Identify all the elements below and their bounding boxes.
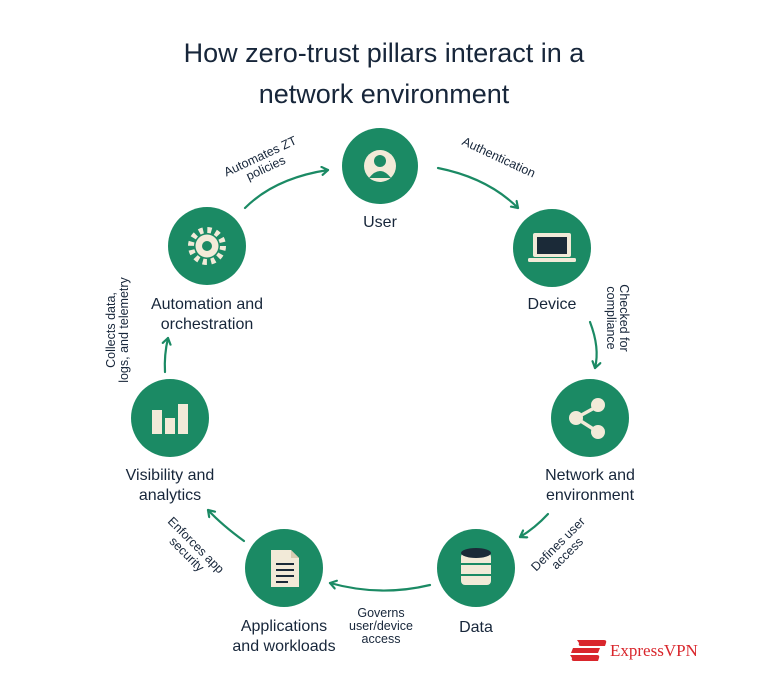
arrow-applications-to-visibility [206, 508, 246, 543]
expressvpn-logo-icon [570, 640, 607, 661]
database-icon [461, 548, 491, 585]
document-icon [271, 550, 299, 587]
brand-name: ExpressVPN [610, 641, 698, 660]
node-device: Device [513, 209, 591, 313]
brand-logo: ExpressVPN [570, 640, 698, 661]
arrow-visibility-to-automation [165, 336, 168, 374]
edge-label-governs-line-3: access [362, 632, 401, 646]
node-label-automation-line-2: orchestration [161, 316, 254, 333]
edge-label-governs-line-1: Governs [357, 606, 404, 620]
edge-label-checked-for-compliance: Checked for compliance [604, 284, 631, 351]
arrow-network-to-data [518, 512, 550, 537]
edge-label-authentication: Authentication [460, 134, 538, 180]
edge-label-checked-line-2: compliance [604, 286, 618, 349]
edge-label-collects-line-1: Collects data, [104, 292, 118, 368]
edge-label-defines-user-access: Defines user access [528, 514, 588, 574]
node-label-automation-line-1: Automation and [151, 296, 263, 313]
node-applications-workloads: Applications and workloads [232, 529, 336, 655]
node-label-applications-line-2: and workloads [232, 638, 335, 655]
network-node-circle [551, 379, 629, 457]
node-label-visibility-line-1: Visibility and [126, 467, 215, 484]
node-data: Data [437, 529, 515, 636]
bar-chart-icon [152, 404, 188, 434]
edge-label-governs-access: Governs user/device access [349, 606, 413, 646]
node-label-data-line-1: Data [459, 619, 493, 636]
edge-label-collects-line-2: logs, and telemetry [117, 276, 131, 382]
edge-label-governs-line-2: user/device [349, 619, 413, 633]
node-label-visibility-line-2: analytics [139, 487, 201, 504]
node-label-network-line-2: environment [546, 487, 635, 504]
arrow-automation-to-user [243, 170, 330, 210]
node-automation-orchestration: Automation and orchestration [151, 207, 263, 333]
title-line-1: How zero-trust pillars interact in a [184, 38, 586, 68]
node-label-applications-line-1: Applications [241, 618, 327, 635]
title-line-2: network environment [259, 79, 510, 109]
share-icon [569, 398, 605, 439]
edge-label-automates-zt-policies: Automates ZT policies [222, 133, 299, 183]
gear-icon [188, 227, 226, 265]
node-visibility-analytics: Visibility and analytics [126, 379, 215, 504]
arrow-device-to-network [588, 320, 597, 370]
node-user: User [342, 128, 418, 231]
arrow-data-to-applications [328, 583, 432, 592]
node-network-environment: Network and environment [545, 379, 635, 504]
edge-label-checked-line-1: Checked for [617, 284, 631, 351]
node-label-device-line-1: Device [528, 296, 577, 313]
edge-label-authentication-line-1: Authentication [460, 134, 538, 180]
edge-label-enforces-app-security: Enforces app security [165, 514, 227, 576]
edge-label-collects-data: Collects data, logs, and telemetry [104, 276, 131, 382]
laptop-icon [528, 233, 576, 262]
node-label-network-line-1: Network and [545, 467, 635, 484]
arrow-user-to-device [436, 166, 520, 210]
user-icon [364, 150, 396, 182]
node-label-user-line-1: User [363, 214, 397, 231]
